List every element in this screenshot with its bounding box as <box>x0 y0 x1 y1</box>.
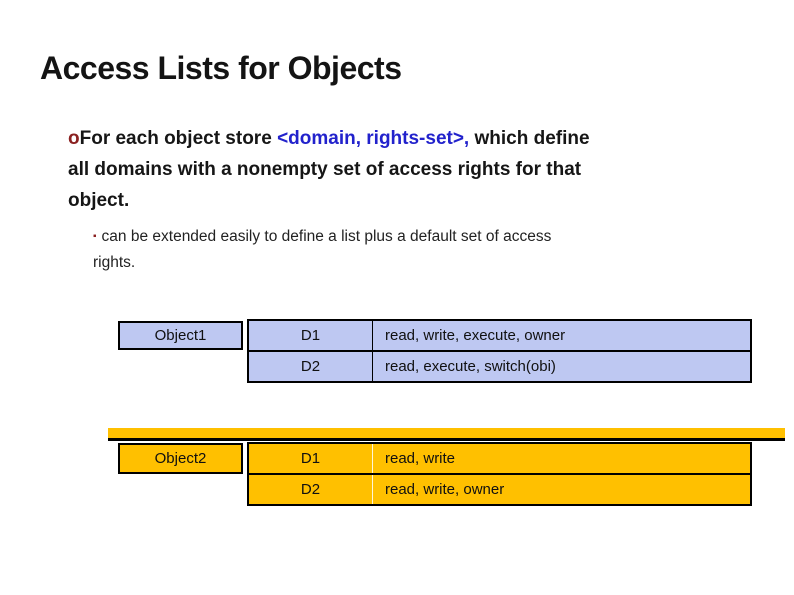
domain-cell: D2 <box>249 475 373 504</box>
bullet-text-after: which define <box>469 128 590 149</box>
rights-cell: read, execute, switch(obi) <box>385 358 556 375</box>
rights-cell: read, write, owner <box>385 481 505 498</box>
bullet-line-1: oFor each object store <domain, rights-s… <box>68 123 590 154</box>
domain-cell: D1 <box>249 444 373 473</box>
object2-label: Object2 <box>154 450 207 467</box>
bullet-text-highlight: <domain, rights-set>, <box>277 128 470 149</box>
orange-accent-strip <box>108 428 785 441</box>
domain-cell: D2 <box>249 352 373 381</box>
sub-bullet-line-1: ▪ can be extended easily to define a list… <box>93 224 551 250</box>
slide-title: Access Lists for Objects <box>40 50 402 86</box>
bullet-line-2: all domains with a nonempty set of acces… <box>68 159 582 180</box>
object1-label: Object1 <box>154 327 207 344</box>
sub-bullet-paragraph: ▪ can be extended easily to define a list… <box>93 224 551 276</box>
object1-access-table: D1 read, write, execute, owner D2 read, … <box>247 319 752 383</box>
table-row: D2 read, execute, switch(obi) <box>249 350 750 381</box>
main-bullet-paragraph: oFor each object store <domain, rights-s… <box>68 123 590 216</box>
object1-label-box: Object1 <box>118 321 243 350</box>
table-row: D2 read, write, owner <box>249 473 750 504</box>
domain-cell: D1 <box>249 321 373 350</box>
sub-bullet-text: can be extended easily to define a list … <box>101 228 552 245</box>
object2-label-box: Object2 <box>118 443 243 474</box>
object2-access-table: D1 read, write D2 read, write, owner <box>247 442 752 506</box>
circle-bullet-marker: o <box>68 128 80 149</box>
bullet-text-before: For each object store <box>79 128 278 149</box>
table-row: D1 read, write <box>249 444 750 473</box>
rights-cell: read, write <box>385 450 456 467</box>
rights-cell: read, write, execute, owner <box>385 327 566 344</box>
square-bullet-marker: ▪ <box>93 231 97 242</box>
table-row: D1 read, write, execute, owner <box>249 321 750 350</box>
bullet-line-3: object. <box>68 190 130 211</box>
sub-bullet-line-2: rights. <box>93 254 136 271</box>
